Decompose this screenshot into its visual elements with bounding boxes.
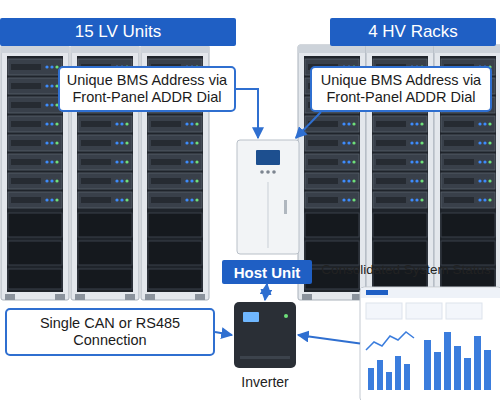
callout-box: Unique BMS Address via Front-Panel ADDR … bbox=[58, 66, 236, 112]
cabinet-body bbox=[237, 140, 299, 254]
inverter-vent bbox=[240, 356, 290, 359]
inverter-device bbox=[234, 302, 296, 368]
group-banner: 4 HV Racks bbox=[330, 18, 496, 46]
connector-arrow bbox=[215, 332, 232, 335]
cabinet-handle bbox=[284, 200, 287, 214]
stat-card bbox=[366, 303, 402, 319]
node-label: Inverter bbox=[212, 374, 318, 390]
connector-arrow bbox=[298, 335, 360, 344]
node-label: 4 HV Racks bbox=[368, 22, 458, 42]
cabinet-button bbox=[272, 170, 276, 174]
inverter-led bbox=[284, 314, 288, 318]
cabinet-button bbox=[266, 170, 270, 174]
node-label: Unique BMS Address via Front-Panel ADDR … bbox=[65, 72, 229, 105]
monitor-logo bbox=[366, 290, 388, 295]
callout-box: Single CAN or RS485 Connection bbox=[5, 308, 215, 356]
connector-arrow bbox=[236, 89, 258, 138]
cabinet-seam bbox=[268, 182, 269, 248]
cabinet-button bbox=[260, 170, 264, 174]
node-label: Host Unit bbox=[222, 260, 312, 284]
node-label: 15 LV Units bbox=[75, 22, 162, 42]
node-label: Unique BMS Address via Front-Panel ADDR … bbox=[317, 72, 485, 105]
cabinet-screen bbox=[256, 150, 280, 165]
inverter-body bbox=[234, 302, 296, 368]
connector-arrow bbox=[265, 284, 267, 300]
connector-arrow bbox=[296, 112, 321, 138]
group-banner: 15 LV Units bbox=[0, 18, 236, 46]
inverter-screen bbox=[243, 312, 259, 322]
dashboard: Consolidated System Status bbox=[360, 287, 500, 400]
node-label: Consolidated System Status bbox=[310, 262, 500, 277]
host-unit: Host Unit bbox=[222, 138, 312, 284]
stat-card bbox=[446, 303, 482, 319]
dashboard-screen bbox=[360, 287, 500, 400]
node-label: Single CAN or RS485 Connection bbox=[12, 315, 208, 348]
callout-box: Unique BMS Address via Front-Panel ADDR … bbox=[310, 66, 492, 112]
line-chart bbox=[366, 332, 414, 350]
bar-chart bbox=[368, 332, 491, 390]
hv-racks bbox=[298, 45, 500, 300]
monitor-frame bbox=[360, 287, 500, 400]
stat-card bbox=[406, 303, 442, 319]
host-cabinet bbox=[237, 140, 299, 254]
inverter: Inverter bbox=[232, 300, 298, 370]
monitor-header bbox=[361, 288, 500, 298]
